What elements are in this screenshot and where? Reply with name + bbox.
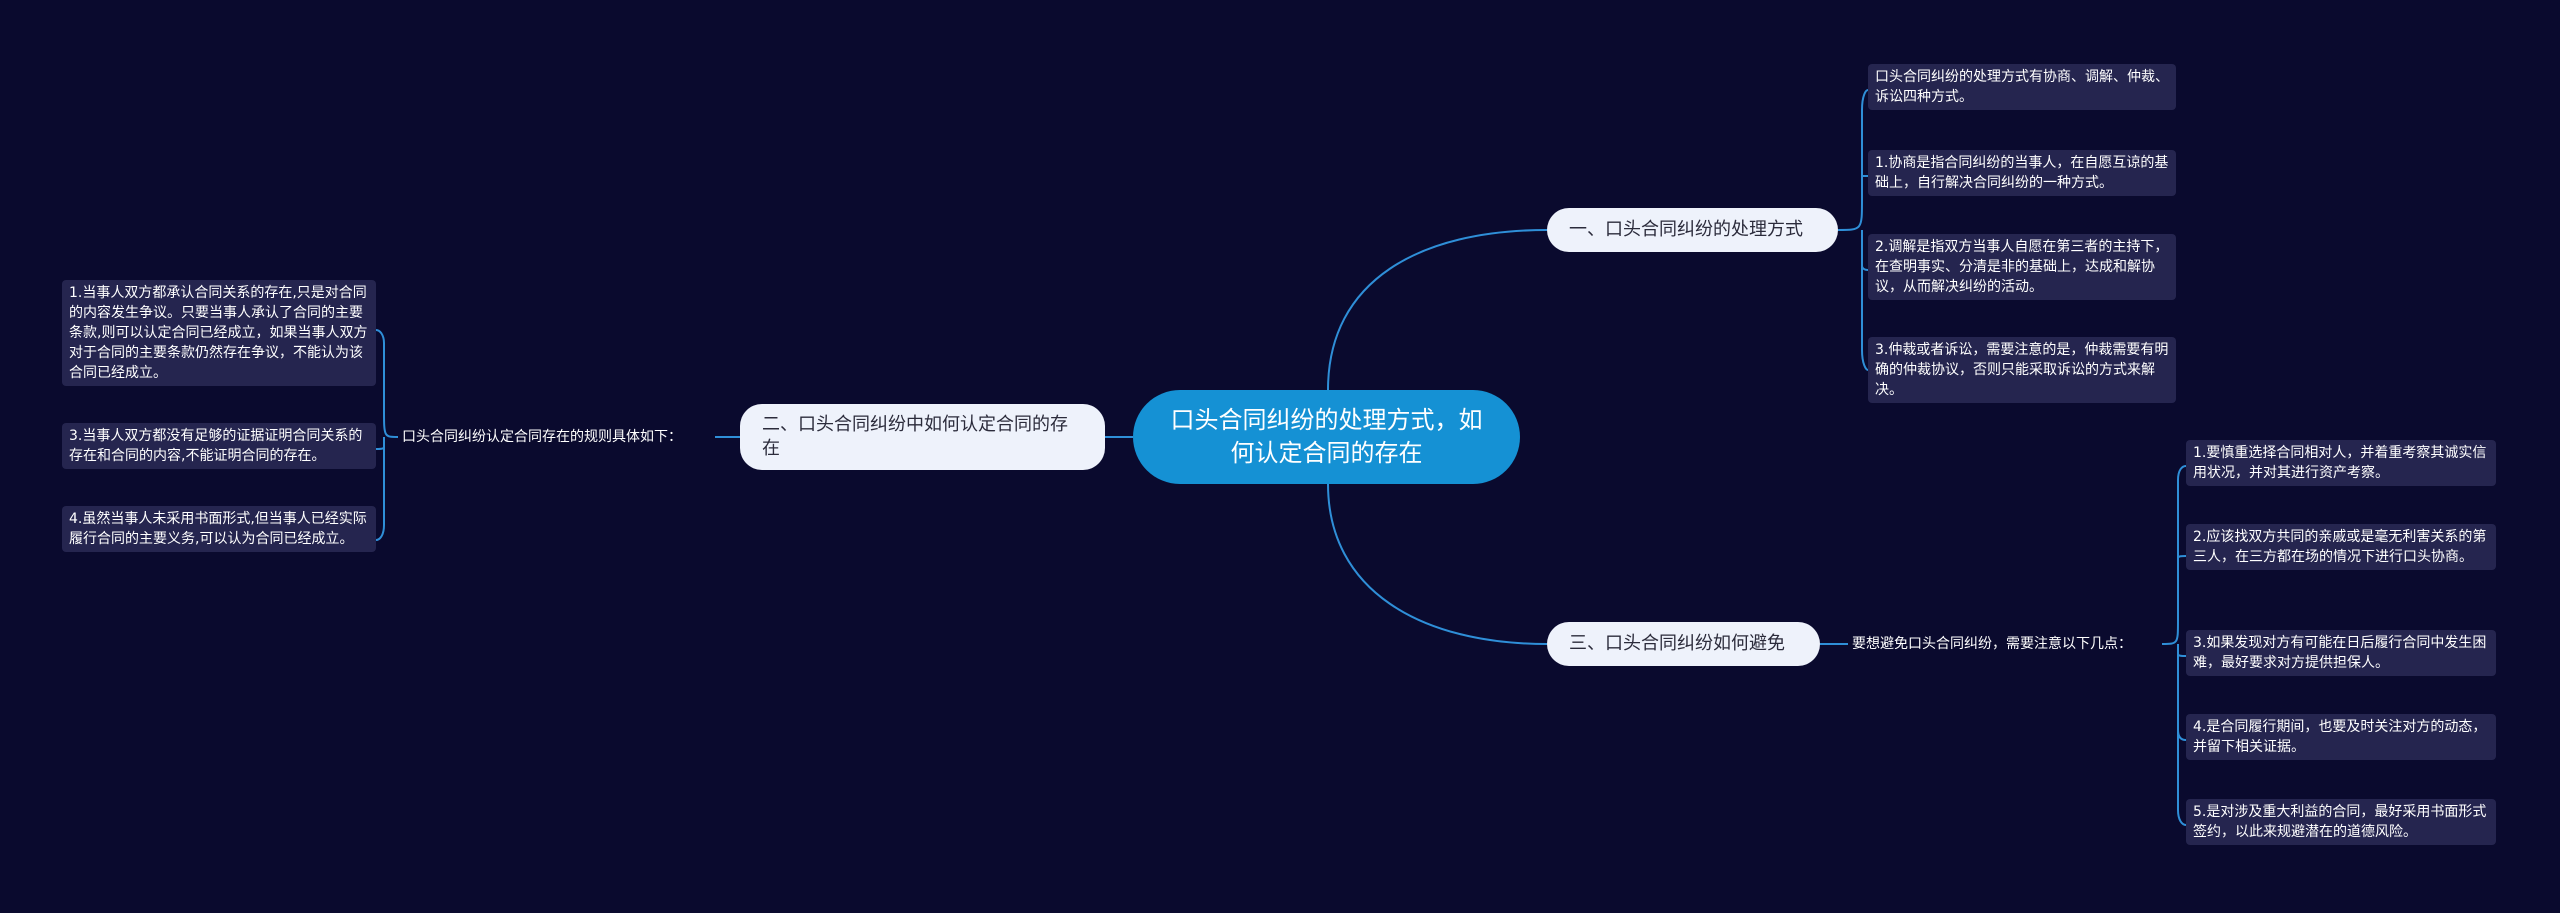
- link-b1-leaves: [1837, 89, 1869, 371]
- branch-avoidance[interactable]: 三、口头合同纠纷如何避免: [1547, 622, 1820, 666]
- root-title: 口头合同纠纷的处理方式，如何认定合同的存在: [1170, 406, 1483, 467]
- link-b2-leaves: [375, 329, 399, 541]
- branch-title: 二、口头合同纠纷中如何认定合同的存在: [762, 414, 1068, 459]
- leaf-negotiation[interactable]: 1.协商是指合同纠纷的当事人，在自愿互谅的基础上，自行解决合同纠纷的一种方式。: [1868, 150, 2176, 196]
- leaf-tip-4[interactable]: 4.是合同履行期间，也要及时关注对方的动态，并留下相关证据。: [2186, 714, 2496, 760]
- leaf-four-methods[interactable]: 口头合同纠纷的处理方式有协商、调解、仲裁、诉讼四种方式。: [1868, 64, 2176, 110]
- leaf-tip-3[interactable]: 3.如果发现对方有可能在日后履行合同中发生困难，最好要求对方提供担保人。: [2186, 630, 2496, 676]
- root-node[interactable]: 口头合同纠纷的处理方式，如何认定合同的存在: [1133, 390, 1520, 484]
- leaf-rule-4[interactable]: 4.虽然当事人未采用书面形式,但当事人已经实际履行合同的主要义务,可以认为合同已…: [62, 506, 376, 552]
- leaf-tip-2[interactable]: 2.应该找双方共同的亲戚或是毫无利害关系的第三人，在三方都在场的情况下进行口头协…: [2186, 524, 2496, 570]
- branch-handling-methods[interactable]: 一、口头合同纠纷的处理方式: [1547, 208, 1838, 252]
- mid-recognition-rules[interactable]: 口头合同纠纷认定合同存在的规则具体如下：: [402, 429, 682, 445]
- leaf-tip-1[interactable]: 1.要慎重选择合同相对人，并着重考察其诚实信用状况，并对其进行资产考察。: [2186, 440, 2496, 486]
- leaf-rule-1[interactable]: 1.当事人双方都承认合同关系的存在,只是对合同的内容发生争议。只要当事人承认了合…: [62, 280, 376, 386]
- branch-title: 三、口头合同纠纷如何避免: [1569, 633, 1785, 654]
- link-b3-leaves: [2161, 465, 2187, 826]
- leaf-arbitration[interactable]: 3.仲裁或者诉讼，需要注意的是，仲裁需要有明确的仲裁协议，否则只能采取诉讼的方式…: [1868, 337, 2176, 403]
- leaf-tip-5[interactable]: 5.是对涉及重大利益的合同，最好采用书面形式签约，以此来规避潜在的道德风险。: [2186, 799, 2496, 845]
- branch-recognize-contract[interactable]: 二、口头合同纠纷中如何认定合同的存在: [740, 404, 1105, 470]
- link-root-b3: [1327, 483, 1548, 645]
- mid-avoidance-points[interactable]: 要想避免口头合同纠纷，需要注意以下几点：: [1852, 636, 2132, 652]
- link-root-b1: [1327, 229, 1548, 391]
- leaf-rule-3[interactable]: 3.当事人双方都没有足够的证据证明合同关系的存在和合同的内容,不能证明合同的存在…: [62, 423, 376, 469]
- leaf-mediation[interactable]: 2.调解是指双方当事人自愿在第三者的主持下，在查明事实、分清是非的基础上，达成和…: [1868, 234, 2176, 300]
- branch-title: 一、口头合同纠纷的处理方式: [1569, 219, 1803, 240]
